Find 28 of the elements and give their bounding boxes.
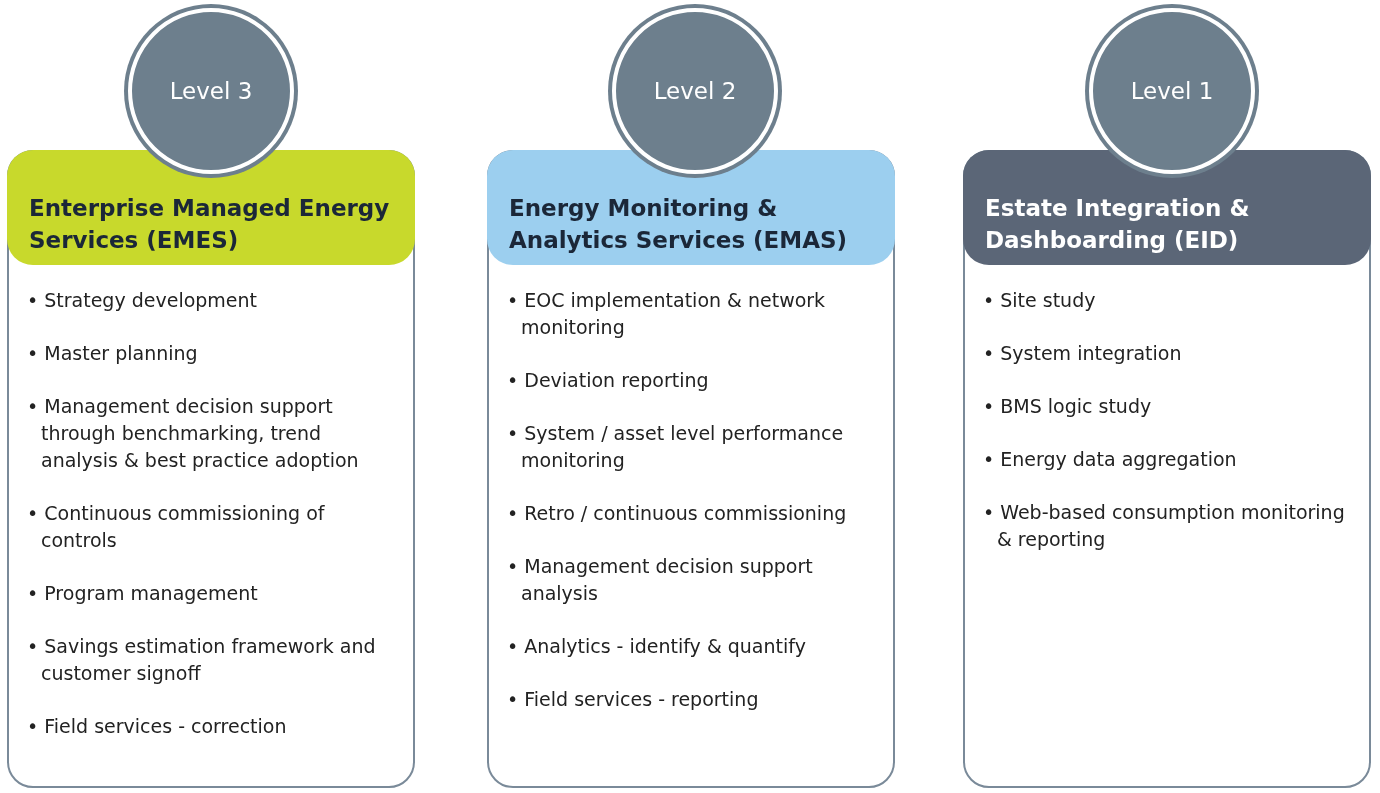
card-header: Estate Integration & Dashboarding (EID) — [963, 150, 1371, 265]
bullet-item: • Energy data aggregation — [983, 447, 1238, 472]
service-card — [487, 150, 895, 788]
bullet-item: • Program management — [27, 581, 259, 606]
bullet-item: • Retro / continuous commissioning — [507, 501, 848, 526]
bullet-item: • Site study — [983, 288, 1097, 313]
level-label: Level 2 — [653, 78, 737, 104]
bullet-item: • EOC implementation & network monitoring — [507, 288, 827, 340]
bullet-item: • Field services - correction — [27, 714, 288, 739]
service-card — [7, 150, 415, 788]
bullet-item: • Continuous commissioning of controls — [27, 501, 326, 553]
bullet-item: • Analytics - identify & quantify — [507, 634, 807, 659]
bullet-item: • Management decision support analysis — [507, 554, 814, 606]
bullet-item: • Deviation reporting — [507, 368, 710, 393]
bullet-item: • Strategy development — [27, 288, 259, 313]
bullet-item: • Savings estimation framework and customer signoff — [27, 634, 377, 686]
level-label: Level 3 — [169, 78, 253, 104]
bullet-item: • Field services - reporting — [507, 687, 760, 712]
bullet-item: • Management decision support through benchmarking, trend analysis & best practice adoption — [27, 394, 360, 473]
service-card — [963, 150, 1371, 788]
card-header: Enterprise Managed Energy Services (EMES) — [7, 150, 415, 265]
card-header: Energy Monitoring & Analytics Services (EMAS) — [487, 150, 895, 265]
level-label: Level 1 — [1130, 78, 1214, 104]
bullet-item: • System integration — [983, 341, 1183, 366]
bullet-item: • System / asset level performance monitoring — [507, 421, 845, 473]
bullet-item: • BMS logic study — [983, 394, 1153, 419]
bullet-item: • Web-based consumption monitoring & reporting — [983, 500, 1346, 552]
bullet-item: • Master planning — [27, 341, 199, 366]
